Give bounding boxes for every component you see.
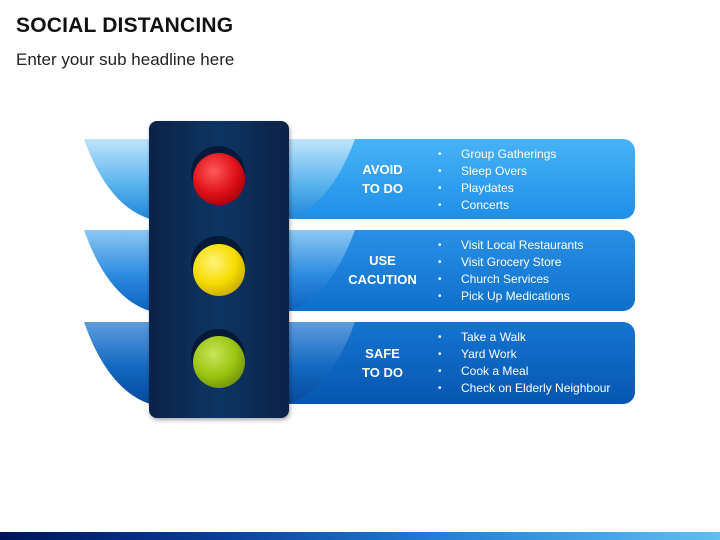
row-cup-left-safe — [84, 322, 150, 404]
footer-accent-bar — [0, 532, 720, 540]
page-subtitle: Enter your sub headline here — [16, 50, 235, 69]
page-title: SOCIAL DISTANCING — [16, 14, 234, 37]
row-banner-caution — [260, 230, 635, 311]
yellow-light-icon — [191, 236, 245, 296]
row-cup-left-caution — [84, 230, 150, 311]
green-light-icon — [191, 329, 245, 388]
row-banner-safe — [260, 322, 635, 404]
row-cup-right-caution — [288, 230, 355, 311]
row-cup-left-avoid — [84, 139, 150, 219]
red-light-icon — [191, 146, 245, 205]
row-cup-right-avoid — [288, 139, 355, 219]
row-cup-right-safe — [288, 322, 355, 404]
row-banner-avoid — [260, 139, 635, 219]
